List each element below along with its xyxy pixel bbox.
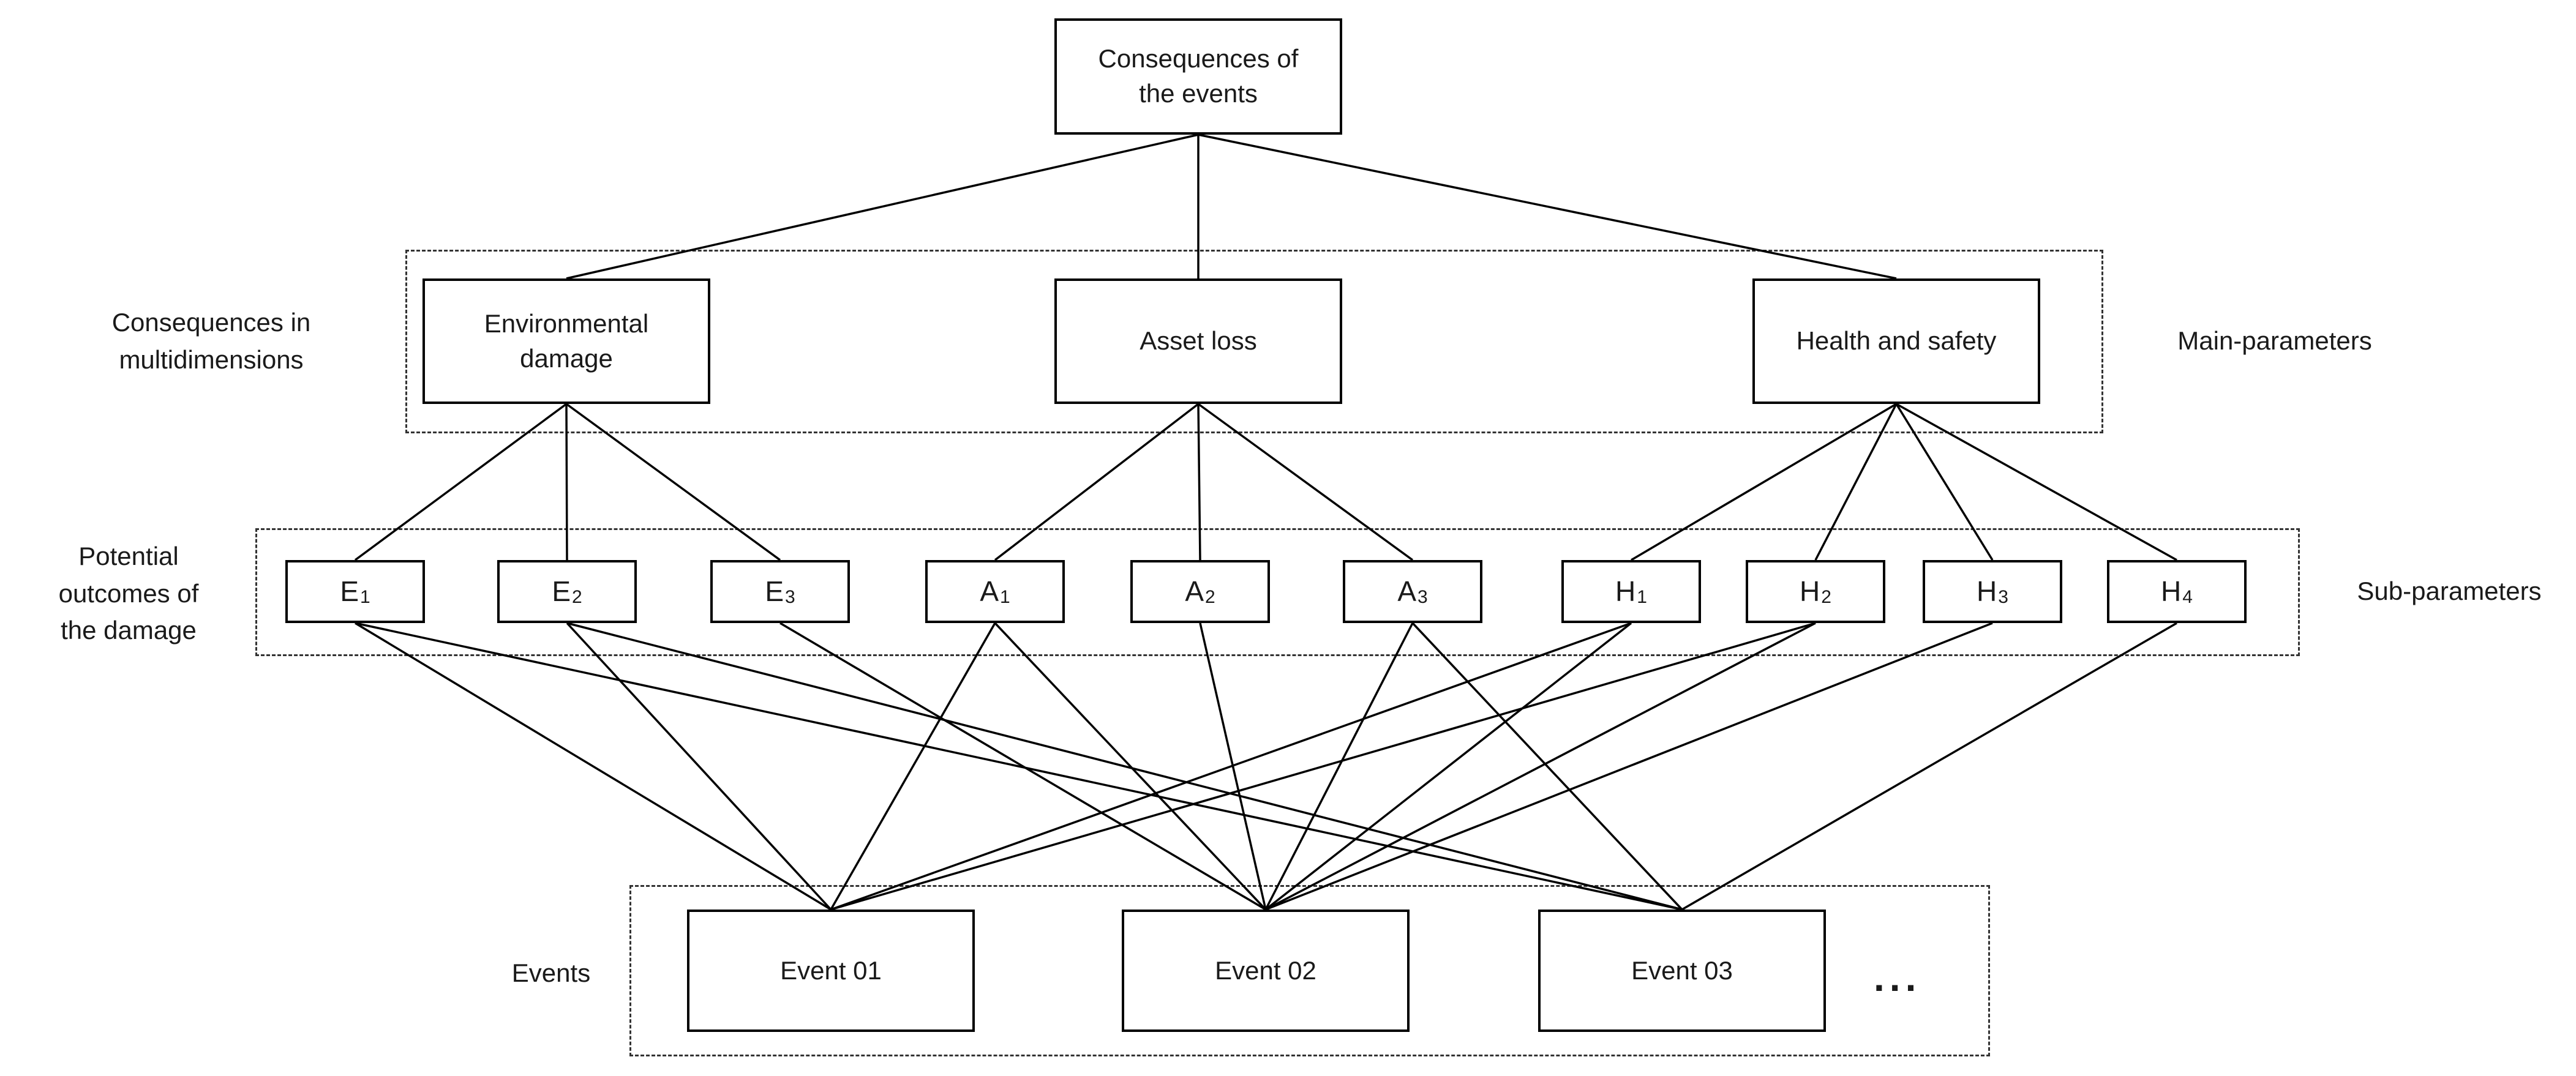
sub-node-letter: H (1615, 575, 1636, 608)
label-events: Events (511, 958, 591, 987)
edge-asset-A1 (994, 403, 1200, 561)
sub-node-subscript: 3 (1998, 587, 2008, 608)
edge-env-E1 (354, 403, 568, 561)
label-main-parameters: Main-parameters (2177, 326, 2372, 356)
edge-E2-EV3 (566, 622, 1683, 911)
sub-node-letter: E (552, 575, 571, 608)
edge-E3-EV2 (779, 622, 1266, 911)
edge-env-E3 (565, 403, 781, 561)
sub-node-letter: H (2161, 575, 2182, 608)
sub-node-subscript: 4 (2182, 587, 2193, 608)
sub-node-letter: E (765, 575, 784, 608)
sub-node-letter: H (1977, 575, 1997, 608)
edge-hs-H4 (1896, 403, 2177, 561)
main-node-environmental-damage: Environmental damage (422, 278, 710, 404)
label-sub-parameters: Sub-parameters (2357, 577, 2542, 606)
edge-root-env (566, 133, 1199, 280)
sub-node-subscript: 2 (1821, 587, 1831, 608)
main-parameters-frame (405, 250, 2103, 433)
edge-A3-EV3 (1411, 622, 1683, 911)
sub-node-subscript: 2 (572, 587, 582, 608)
edge-H1-EV2 (1264, 622, 1632, 911)
edge-H3-EV2 (1265, 622, 1993, 911)
sub-node-subscript: 1 (360, 587, 370, 608)
edge-E2-EV1 (566, 622, 832, 911)
edge-asset-A3 (1197, 403, 1414, 561)
edge-H2-EV1 (830, 622, 1816, 911)
sub-node-letter: A (1397, 575, 1416, 608)
more-events-ellipsis: ... (1874, 955, 1921, 999)
main-node-asset-loss: Asset loss (1054, 278, 1342, 404)
edge-H2-EV2 (1265, 622, 1816, 911)
edge-hs-H3 (1895, 403, 1994, 561)
sub-node-letter: H (1800, 575, 1820, 608)
edge-E1-EV3 (355, 622, 1683, 911)
edge-A1-EV2 (994, 622, 1267, 911)
sub-node-letter: A (1185, 575, 1204, 608)
edge-E1-EV1 (355, 622, 832, 911)
sub-node-subscript: 3 (1418, 587, 1428, 608)
sub-node-subscript: 3 (785, 587, 795, 608)
root-node-consequences-of-events: Consequences of the events (1054, 18, 1342, 135)
main-node-health-and-safety: Health and safety (1752, 278, 2040, 404)
edge-A3-EV2 (1264, 622, 1414, 910)
edge-env-E2 (565, 403, 568, 561)
sub-node-letter: A (980, 575, 999, 608)
edge-H1-EV1 (830, 622, 1632, 911)
sub-node-subscript: 1 (1637, 587, 1647, 608)
event-node-01: Event 01 (687, 910, 975, 1032)
edge-root-hs (1198, 133, 1897, 280)
edge-asset-A2 (1197, 403, 1201, 561)
edge-hs-H2 (1814, 403, 1898, 561)
sub-node-letter: E (340, 575, 359, 608)
event-node-02: Event 02 (1122, 910, 1410, 1032)
event-node-03: Event 03 (1538, 910, 1826, 1032)
sub-parameters-frame (255, 528, 2300, 656)
sub-node-subscript: 1 (1000, 587, 1010, 608)
label-potential-outcomes-of-the-damage: Potential outcomes of the damage (58, 541, 199, 645)
label-consequences-in-multidimensions: Consequences in multidimensions (111, 307, 311, 374)
edge-H4-EV3 (1681, 622, 2177, 911)
edge-hs-H1 (1631, 403, 1897, 561)
edge-A1-EV1 (830, 622, 996, 910)
sub-node-subscript: 2 (1205, 587, 1215, 608)
